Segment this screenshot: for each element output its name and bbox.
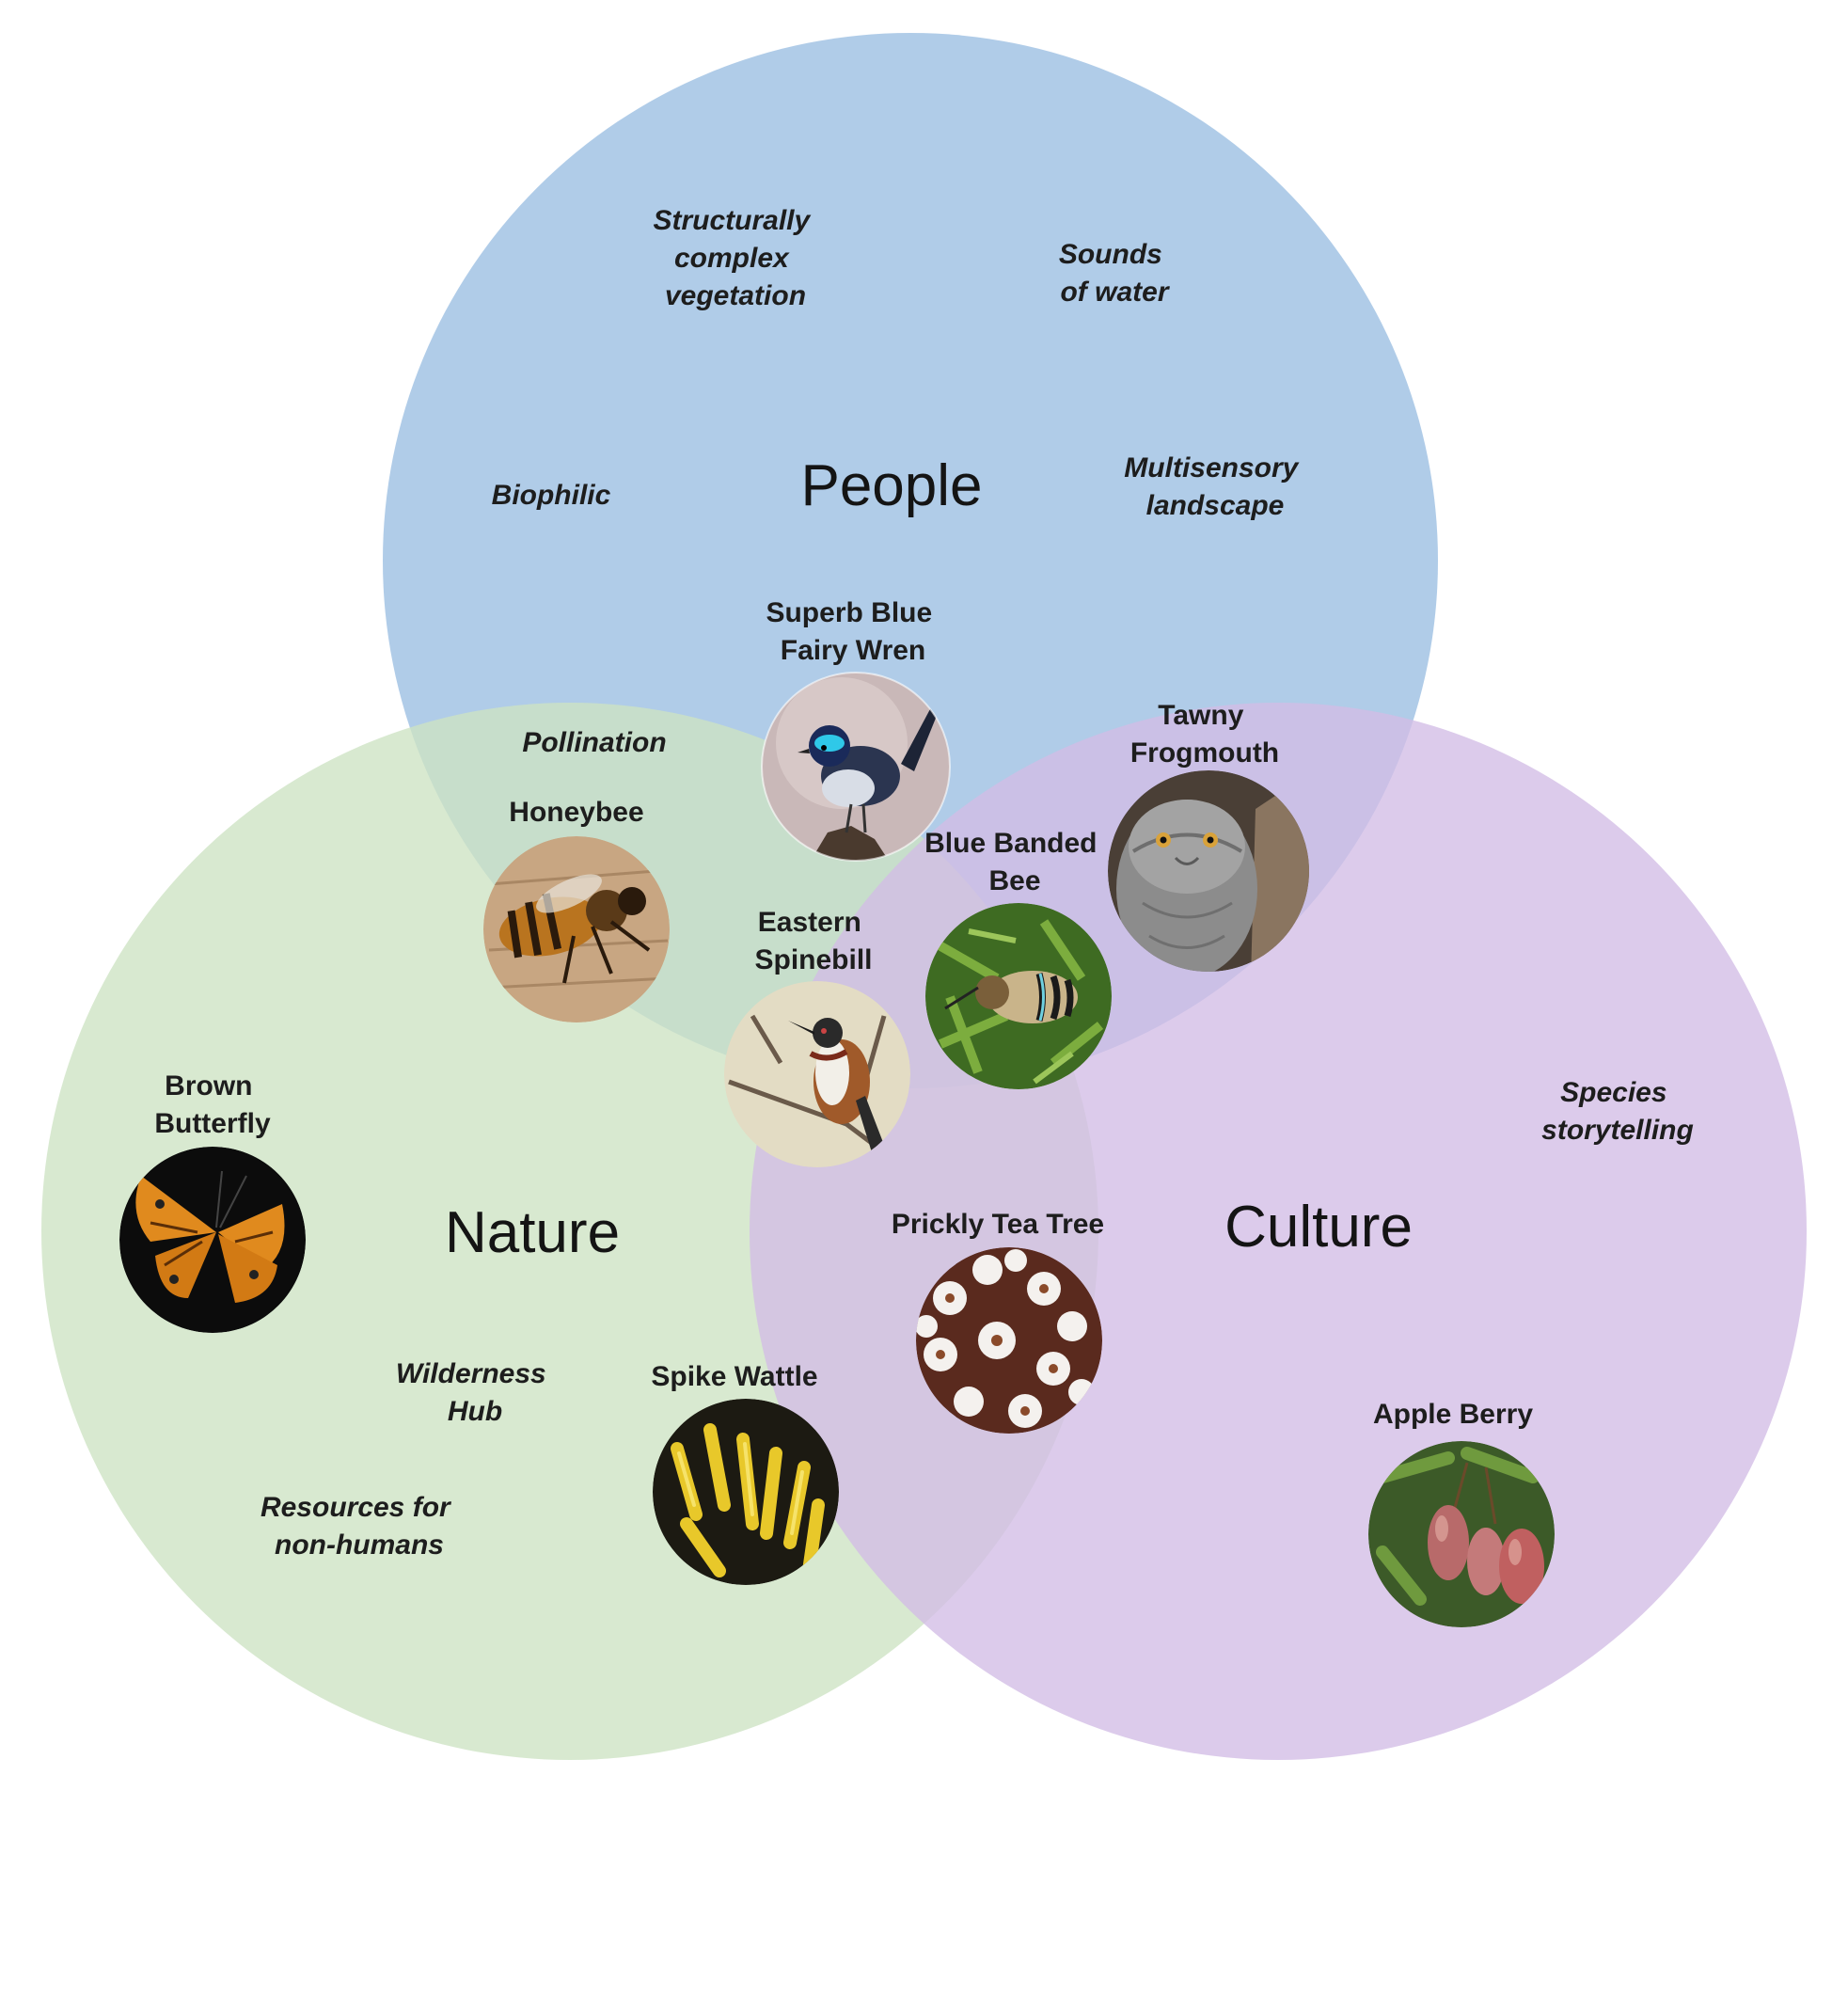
label-apple-berry: Apple Berry xyxy=(1373,1399,1533,1430)
prickly-tea-tree-photo xyxy=(916,1247,1102,1434)
eastern-spinebill-photo xyxy=(724,981,910,1167)
blue-banded-bee-photo xyxy=(925,903,1112,1089)
label-spike-wattle: Spike Wattle xyxy=(651,1361,817,1392)
label-superb-blue-fairy-wren: Superb Blue Fairy Wren xyxy=(766,597,940,666)
theme-biophilic: Biophilic xyxy=(492,480,611,511)
label-tawny-frogmouth: Tawny Frogmouth xyxy=(1130,700,1279,769)
honeybee-photo xyxy=(483,836,670,1022)
theme-sounds-of-water: Sounds of water xyxy=(1059,239,1171,308)
theme-structurally-complex-vegetation: Structurally complex vegetation xyxy=(653,205,817,311)
spike-wattle-photo xyxy=(653,1399,839,1585)
apple-berry-photo xyxy=(1368,1441,1555,1627)
culture-title: Culture xyxy=(1224,1195,1413,1260)
brown-butterfly-photo xyxy=(119,1147,306,1333)
label-blue-banded-bee: Blue Banded Bee xyxy=(924,828,1105,896)
theme-multisensory-landscape: Multisensory landscape xyxy=(1124,452,1305,521)
theme-species-storytelling: Species storytelling xyxy=(1541,1077,1694,1146)
label-brown-butterfly: Brown Butterfly xyxy=(154,1070,271,1139)
theme-pollination: Pollination xyxy=(522,727,666,758)
label-eastern-spinebill: Eastern Spinebill xyxy=(754,907,872,975)
theme-wilderness-hub: Wilderness Hub xyxy=(396,1358,554,1427)
theme-resources-for-non-humans: Resources for non-humans xyxy=(261,1492,458,1561)
label-honeybee: Honeybee xyxy=(509,797,643,828)
label-prickly-tea-tree: Prickly Tea Tree xyxy=(892,1209,1104,1240)
people-title: People xyxy=(800,453,982,518)
fairy-wren-photo xyxy=(762,673,950,861)
nature-title: Nature xyxy=(445,1200,620,1265)
